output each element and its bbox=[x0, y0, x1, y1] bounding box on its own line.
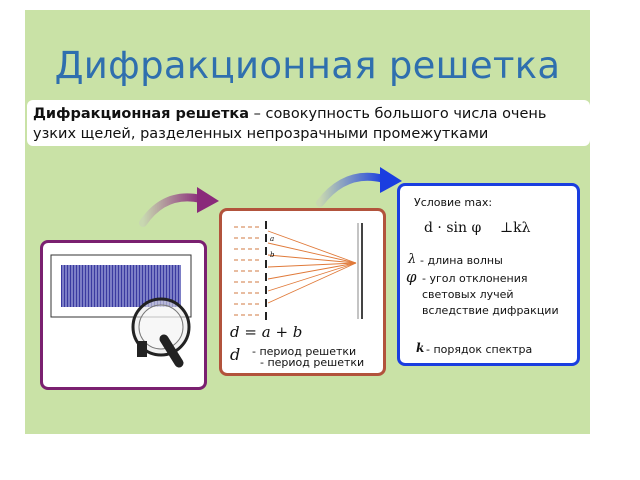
curved-arrow-icon bbox=[316, 167, 402, 207]
formula-left: d · sin φ bbox=[424, 220, 482, 236]
phi-desc-2: световых лучей bbox=[422, 288, 514, 301]
period-formula: d = a + b bbox=[230, 323, 302, 341]
diffraction-scheme-panel: a b d = a + b d - период решетки - перио… bbox=[219, 208, 386, 376]
diffracted-ray bbox=[267, 262, 357, 292]
definition-term: Дифракционная решетка bbox=[33, 106, 249, 122]
grating-image-panel bbox=[40, 240, 207, 390]
diffracted-ray bbox=[267, 230, 357, 264]
diffracted-ray bbox=[267, 262, 357, 268]
curved-arrow-icon bbox=[139, 187, 219, 227]
k-desc: - порядок спектра bbox=[426, 343, 533, 356]
phi-desc-1: - угол отклонения bbox=[422, 272, 528, 285]
phi-symbol: φ bbox=[406, 268, 417, 286]
formula-d-lhs: d bbox=[230, 323, 240, 341]
condition-title: Условие max: bbox=[414, 196, 493, 209]
d-symbol: d bbox=[230, 345, 241, 364]
formula-right: ⊥kλ bbox=[500, 220, 531, 236]
max-condition-panel: Условие max: d · sin φ ⊥kλ λ - длина вол… bbox=[397, 183, 580, 366]
magnifier-icon bbox=[131, 297, 191, 368]
lambda-desc: - длина волны bbox=[420, 254, 503, 267]
lambda-symbol: λ bbox=[408, 252, 417, 267]
slide-title: Дифракционная решетка bbox=[54, 44, 561, 87]
grating-label-b: b bbox=[270, 251, 275, 259]
period-label-2: - период решетки bbox=[260, 356, 365, 369]
grating-label-a: a bbox=[270, 235, 274, 243]
phi-desc-3: вследствие дифракции bbox=[422, 304, 559, 317]
diffracted-ray bbox=[267, 262, 357, 304]
grating-illustration bbox=[50, 254, 192, 368]
diffracted-ray bbox=[267, 242, 357, 264]
definition-box: Дифракционная решетка – совокупность бол… bbox=[27, 100, 590, 146]
k-symbol: k bbox=[416, 341, 425, 355]
definition-text: – совокупность большого числа очень узки… bbox=[33, 106, 547, 142]
formula-eq: = a + b bbox=[244, 323, 303, 341]
diffracted-ray bbox=[267, 254, 357, 264]
diffracted-ray bbox=[267, 262, 357, 280]
period-label-1: - период решетки bbox=[252, 345, 357, 358]
diffraction-diagram: a b bbox=[230, 217, 380, 325]
